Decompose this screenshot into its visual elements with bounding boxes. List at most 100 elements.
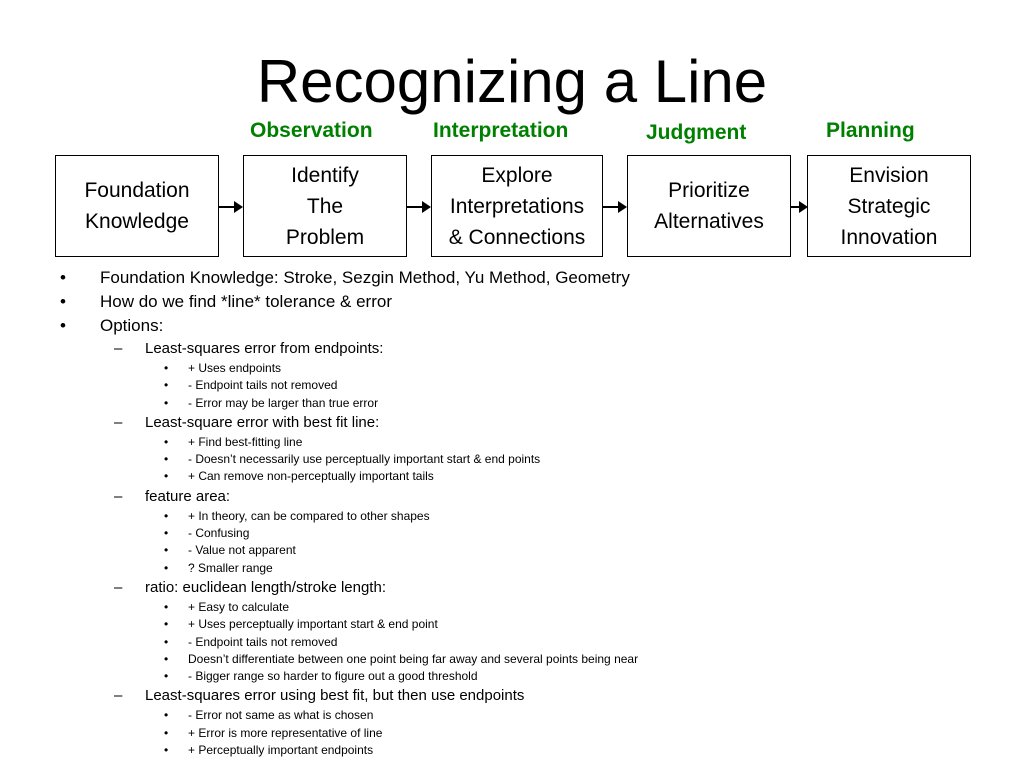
outline-item-level-3: • + In theory, can be compared to other s… bbox=[0, 508, 1024, 525]
box-line: The bbox=[306, 194, 344, 218]
bullet-icon: • bbox=[164, 378, 169, 393]
dash-bullet-icon: – bbox=[114, 487, 123, 505]
arrow-icon bbox=[219, 201, 243, 213]
box-line: Identify bbox=[291, 163, 359, 187]
outline-item-text: How do we find *line* tolerance & error bbox=[100, 292, 392, 311]
outline-item-level-1: • How do we find *line* tolerance & error bbox=[0, 290, 1024, 314]
box-line: Alternatives bbox=[654, 210, 764, 233]
outline-item-text: + Find best-fitting line bbox=[188, 434, 303, 449]
stage-label-planning: Planning bbox=[826, 119, 915, 142]
outline-item-level-3: • - Doesn’t necessarily use perceptually … bbox=[0, 451, 1024, 468]
outline-item-level-2: – feature area: bbox=[0, 486, 1024, 508]
outline-item-level-1: • Foundation Knowledge: Stroke, Sezgin Me… bbox=[0, 266, 1024, 290]
outline-item-level-3: • - Confusing bbox=[0, 525, 1024, 542]
box-prioritize-alternatives: Prioritize Alternatives bbox=[627, 155, 791, 257]
bullet-icon: • bbox=[164, 469, 169, 484]
bullet-icon: • bbox=[164, 395, 169, 410]
outline-item-level-3: • + Uses perceptually important start & e… bbox=[0, 616, 1024, 633]
outline-item-text: + In theory, can be compared to other sh… bbox=[188, 508, 430, 523]
box-line: Knowledge bbox=[85, 210, 189, 233]
outline-item-text: - Confusing bbox=[188, 526, 250, 541]
outline-item-text: Foundation Knowledge: Stroke, Sezgin Met… bbox=[100, 268, 630, 287]
bullet-outline: • Foundation Knowledge: Stroke, Sezgin Me… bbox=[0, 266, 1024, 759]
outline-item-level-3: •+ Easy to calculate bbox=[0, 599, 1024, 616]
bullet-icon: • bbox=[60, 292, 66, 311]
outline-item-level-3: •+ Can remove non-perceptually important… bbox=[0, 468, 1024, 485]
bullet-icon: • bbox=[164, 617, 169, 632]
bullet-icon: • bbox=[164, 452, 169, 467]
bullet-icon: • bbox=[164, 725, 169, 740]
box-identify-problem: Identify The Problem bbox=[243, 155, 407, 257]
outline-item-text: + Error is more representative of line bbox=[188, 725, 383, 740]
bullet-icon: • bbox=[60, 316, 66, 335]
outline-item-text: - Value not apparent bbox=[188, 543, 296, 558]
bullet-icon: • bbox=[164, 543, 169, 558]
bullet-icon: • bbox=[164, 560, 169, 575]
outline-item-level-2: – ratio: euclidean length/stroke length: bbox=[0, 577, 1024, 599]
box-explore-interpretations: Explore Interpretations & Connections bbox=[431, 155, 603, 257]
outline-item-level-3: • Doesn’t differentiate between one point… bbox=[0, 651, 1024, 668]
bullet-icon: • bbox=[60, 268, 66, 287]
box-line: Foundation bbox=[84, 179, 190, 202]
outline-item-text: Least-squares error using best fit, but … bbox=[145, 687, 525, 705]
outline-item-level-2: – Least-squares error using best fit, but… bbox=[0, 685, 1024, 707]
outline-item-level-3: • + Error is more representative of line bbox=[0, 725, 1024, 742]
bullet-icon: • bbox=[164, 599, 169, 614]
bullet-icon: • bbox=[164, 434, 169, 449]
outline-item-level-3: • + Find best-fitting line bbox=[0, 434, 1024, 451]
outline-item-level-1: • Options: bbox=[0, 314, 1024, 338]
box-line: Strategic bbox=[847, 194, 931, 218]
outline-item-level-3: • - Endpoint tails not removed bbox=[0, 634, 1024, 651]
outline-item-level-3: • - Value not apparent bbox=[0, 542, 1024, 559]
dash-bullet-icon: – bbox=[114, 687, 123, 705]
outline-item-level-3: • - Error may be larger than true error bbox=[0, 395, 1024, 412]
dash-bullet-icon: – bbox=[114, 578, 123, 596]
box-foundation-knowledge: Foundation Knowledge bbox=[55, 155, 219, 257]
outline-item-level-3: • + Perceptually important endpoints bbox=[0, 742, 1024, 759]
bullet-icon: • bbox=[164, 669, 169, 684]
outline-item-level-2: –Least-squares error from endpoints: bbox=[0, 338, 1024, 360]
outline-item-level-3: • - Endpoint tails not removed bbox=[0, 377, 1024, 394]
outline-item-text: - Endpoint tails not removed bbox=[188, 634, 338, 649]
stage-label-observation: Observation bbox=[250, 119, 373, 142]
outline-item-text: - Bigger range so harder to figure out a… bbox=[188, 669, 478, 684]
bullet-icon: • bbox=[164, 634, 169, 649]
bullet-icon: • bbox=[164, 743, 169, 758]
arrow-icon bbox=[603, 201, 627, 213]
outline-item-text: - Doesn’t necessarily use perceptually i… bbox=[188, 452, 541, 467]
bullet-icon: • bbox=[164, 361, 169, 375]
outline-item-text: Options: bbox=[100, 316, 164, 335]
box-line: Problem bbox=[285, 225, 365, 249]
outline-item-text: - Error may be larger than true error bbox=[188, 395, 379, 410]
stage-label-interpretation: Interpretation bbox=[433, 119, 569, 142]
outline-item-level-3: • - Bigger range so harder to figure out … bbox=[0, 668, 1024, 685]
bullet-icon: • bbox=[164, 526, 169, 541]
outline-item-text: ? Smaller range bbox=[188, 560, 273, 575]
outline-item-level-3: • - Error not same as what is chosen bbox=[0, 707, 1024, 724]
outline-item-text: - Error not same as what is chosen bbox=[188, 708, 374, 723]
bullet-icon: • bbox=[164, 508, 169, 523]
outline-item-text: Least-square error with best fit line: bbox=[145, 413, 380, 431]
outline-item-text: + Uses perceptually important start & en… bbox=[188, 617, 438, 632]
outline-item-text: + Perceptually important endpoints bbox=[188, 743, 374, 758]
box-envision-innovation: Envision Strategic Innovation bbox=[807, 155, 971, 257]
box-line: Explore bbox=[481, 163, 553, 187]
slide-title: Recognizing a Line bbox=[256, 48, 768, 115]
box-line: Interpretations bbox=[449, 194, 585, 218]
dash-bullet-icon: – bbox=[114, 413, 123, 431]
bullet-icon: • bbox=[164, 708, 169, 723]
outline-item-text: feature area: bbox=[145, 487, 231, 505]
dash-bullet-icon: – bbox=[114, 340, 123, 357]
outline-item-level-3: • ? Smaller range bbox=[0, 560, 1024, 577]
outline-item-text: ratio: euclidean length/stroke length: bbox=[145, 578, 386, 596]
bullet-icon: • bbox=[164, 651, 169, 666]
outline-item-text: Doesn’t differentiate between one point … bbox=[188, 651, 639, 666]
box-line: Prioritize bbox=[668, 179, 750, 202]
outline-item-text: - Endpoint tails not removed bbox=[188, 378, 338, 393]
arrow-icon bbox=[407, 201, 431, 213]
outline-item-level-2: – Least-square error with best fit line: bbox=[0, 412, 1024, 434]
stage-label-judgment: Judgment bbox=[646, 121, 747, 144]
arrow-icon bbox=[791, 201, 808, 213]
box-line: Envision bbox=[849, 163, 929, 187]
box-line: & Connections bbox=[448, 225, 586, 249]
